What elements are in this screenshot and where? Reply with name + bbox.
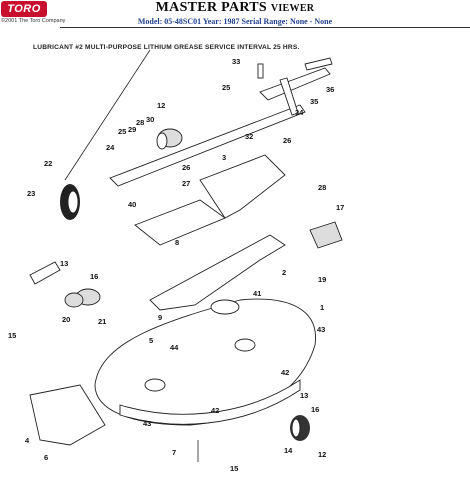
viewer-title: MASTER PARTS VIEWER: [0, 0, 470, 16]
callout-41[interactable]: 41: [253, 289, 261, 298]
callout-33[interactable]: 33: [232, 57, 240, 66]
callout-36[interactable]: 36: [326, 85, 334, 94]
title-sub: VIEWER: [270, 3, 315, 14]
callout-42-lower[interactable]: 42: [211, 406, 219, 415]
baffle-part-4[interactable]: [29, 384, 106, 446]
callout-4[interactable]: 4: [25, 436, 30, 445]
callout-13-right[interactable]: 13: [300, 391, 308, 400]
callout-27[interactable]: 27: [182, 179, 190, 188]
callout-1[interactable]: 1: [320, 303, 324, 312]
callout-16-right[interactable]: 16: [311, 405, 319, 414]
callout-14[interactable]: 14: [284, 446, 293, 455]
callout-40[interactable]: 40: [128, 200, 136, 209]
shield-part-3[interactable]: [199, 154, 286, 219]
callout-3[interactable]: 3: [222, 153, 226, 162]
callout-44[interactable]: 44: [170, 343, 179, 352]
callout-5[interactable]: 5: [149, 336, 153, 345]
wheel-part-22[interactable]: [60, 184, 80, 220]
callout-7[interactable]: 7: [172, 448, 176, 457]
left-spindle-assembly[interactable]: [29, 261, 101, 308]
mower-deck-part-1[interactable]: [94, 298, 316, 426]
toro-logo[interactable]: TORO: [1, 1, 47, 17]
callout-26[interactable]: 26: [283, 136, 291, 145]
callout-15-lower[interactable]: 15: [230, 464, 238, 473]
callout-19[interactable]: 19: [318, 275, 326, 284]
callout-28-right[interactable]: 28: [318, 183, 326, 192]
title-main: MASTER PARTS: [155, 0, 268, 15]
callout-labels: 33 25 36 35 34 12 28 30 29 25 32 26 24 3…: [8, 57, 344, 473]
callout-21[interactable]: 21: [98, 317, 106, 326]
callout-13[interactable]: 13: [60, 259, 68, 268]
viewer-header: TORO ©2001 The Toro Company MASTER PARTS…: [0, 0, 470, 28]
callout-26-lower[interactable]: 26: [182, 163, 190, 172]
callout-20[interactable]: 20: [62, 315, 70, 324]
copyright-text: ©2001 The Toro Company: [1, 18, 66, 24]
callout-17[interactable]: 17: [336, 203, 344, 212]
callout-9[interactable]: 9: [158, 313, 162, 322]
callout-12[interactable]: 12: [157, 101, 165, 110]
callout-8[interactable]: 8: [175, 238, 179, 247]
callout-43-lower[interactable]: 43: [143, 419, 151, 428]
callout-22[interactable]: 22: [44, 159, 52, 168]
callout-25-lower[interactable]: 25: [118, 127, 126, 136]
callout-12-lower[interactable]: 12: [318, 450, 326, 459]
leader-line: [64, 49, 151, 181]
callout-6[interactable]: 6: [44, 453, 48, 462]
spindle-part-17[interactable]: [309, 221, 343, 249]
callout-23[interactable]: 23: [27, 189, 35, 198]
callout-29[interactable]: 29: [128, 125, 136, 134]
lubricant-note: LUBRICANT #2 MULTI-PURPOSE LITHIUM GREAS…: [33, 44, 300, 51]
deck-frame-part-2[interactable]: [149, 234, 286, 311]
callout-32[interactable]: 32: [245, 132, 253, 141]
roller-part-12[interactable]: [156, 128, 183, 150]
callout-16[interactable]: 16: [90, 272, 98, 281]
callout-28[interactable]: 28: [136, 118, 144, 127]
callout-2[interactable]: 2: [282, 268, 286, 277]
header-divider: [60, 27, 470, 28]
callout-34[interactable]: 34: [295, 108, 304, 117]
bracket-part-40[interactable]: [134, 199, 226, 246]
lift-arm-assembly[interactable]: [109, 57, 333, 187]
pulley-part-12-lower[interactable]: [290, 415, 310, 441]
callout-24[interactable]: 24: [106, 143, 115, 152]
callout-43[interactable]: 43: [317, 325, 325, 334]
callout-30[interactable]: 30: [146, 115, 154, 124]
callout-15[interactable]: 15: [8, 331, 16, 340]
model-info: Model: 05-48SC01 Year: 1987 Serial Range…: [137, 17, 333, 26]
callout-35[interactable]: 35: [310, 97, 318, 106]
callout-25[interactable]: 25: [222, 83, 230, 92]
callout-42[interactable]: 42: [281, 368, 289, 377]
